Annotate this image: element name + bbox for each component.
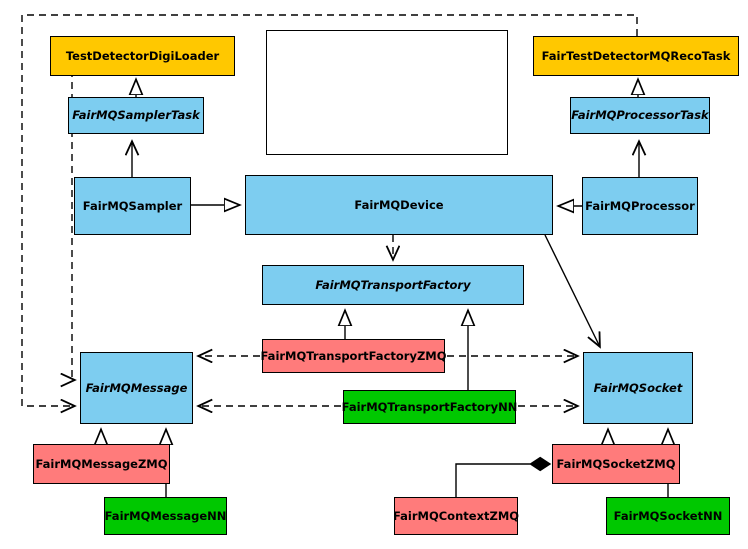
class-box-fairmqprocessortask[interactable]: FairMQProcessorTask	[570, 97, 710, 134]
edge-device-socket	[544, 234, 600, 347]
class-box-testdetectordigiloader[interactable]: TestDetectorDigiLoader	[50, 36, 235, 76]
class-box-fairmqtransportfactorynn[interactable]: FairMQTransportFactoryNN	[342, 390, 517, 424]
class-box-fairmqcontextzmq[interactable]: FairMQContextZMQ	[393, 497, 519, 535]
class-box-fairtestdetectormqrecotask[interactable]: FairTestDetectorMQRecoTask	[533, 36, 739, 76]
class-box-fairmqsamplertask[interactable]: FairMQSamplerTask	[68, 97, 204, 134]
edge-contextzmq-socketzmq	[455, 464, 550, 497]
class-box-fairmqtransportfactoryzmq[interactable]: FairMQTransportFactoryZMQ	[261, 339, 447, 373]
class-box-fairmqmessagezmq[interactable]: FairMQMessageZMQ	[33, 444, 170, 484]
class-box-fairmqsocketnn[interactable]: FairMQSocketNN	[606, 497, 730, 535]
class-box-fairmqmessagenn[interactable]: FairMQMessageNN	[104, 497, 227, 535]
class-box-fairmqmessage[interactable]: FairMQMessage	[80, 352, 193, 424]
class-box-fairmqtransportfactory[interactable]: FairMQTransportFactory	[262, 265, 524, 305]
class-box-fairmqsocketzmq[interactable]: FairMQSocketZMQ	[552, 444, 680, 484]
class-box-fairmqsocket[interactable]: FairMQSocket	[583, 352, 693, 424]
class-box-fairmqprocessor[interactable]: FairMQProcessor	[582, 177, 698, 235]
class-box-fairmqdevice[interactable]: FairMQDevice	[245, 175, 553, 235]
legend-panel	[266, 30, 508, 155]
class-box-fairmqsampler[interactable]: FairMQSampler	[74, 177, 191, 235]
